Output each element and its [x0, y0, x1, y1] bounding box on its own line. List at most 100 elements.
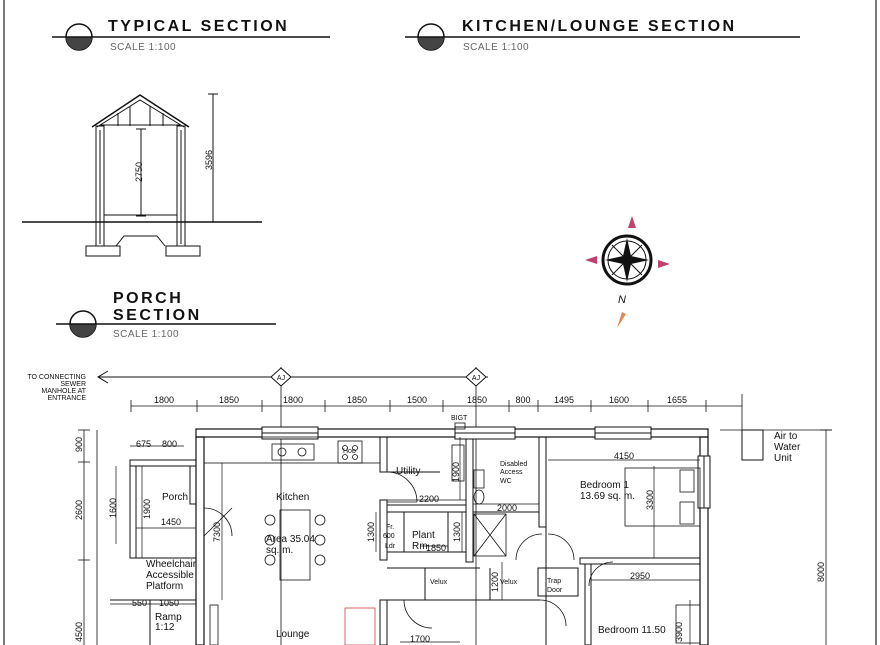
kitchen-section-title-block: KITCHEN/LOUNGE SECTION SCALE 1:100 — [405, 18, 800, 53]
ramp-1: Ramp — [155, 612, 182, 623]
porch-dim-1600: 1600 — [108, 498, 118, 518]
porch-dim-800: 800 — [162, 439, 177, 449]
porch-section-title-line1: PORCH — [113, 290, 183, 307]
kitchen-fixtures — [203, 436, 381, 645]
porch-dim-675: 675 — [136, 439, 151, 449]
typical-section-scale: SCALE 1:100 — [110, 42, 176, 53]
room-bedroom2: Bedroom 11.50 — [598, 625, 666, 636]
grid-marker-aj-1-label: AJ — [277, 375, 285, 382]
water-note-line2: Water — [774, 442, 801, 453]
room-wc-1: Disabled — [500, 461, 527, 468]
top-dim-3: 1800 — [283, 395, 303, 405]
kitchen-section-scale: SCALE 1:100 — [463, 42, 529, 53]
hob-label: Hob — [343, 448, 356, 455]
top-dim-9: 1600 — [609, 395, 629, 405]
grid-marker-aj-2-label: AJ — [472, 375, 480, 382]
bigt-label: BIGT — [451, 415, 468, 422]
left-dim-2600: 2600 — [74, 500, 84, 520]
wc-fixtures — [451, 422, 701, 644]
porch-dimension-lines — [110, 445, 196, 605]
room-kitchen-area-1: Area 35.04 — [266, 534, 315, 545]
left-dimension-chain — [78, 429, 98, 645]
water-note-line1: Air to — [774, 431, 798, 442]
kitchen-section-title: KITCHEN/LOUNGE SECTION — [462, 18, 737, 35]
room-bedroom1-1: Bedroom 1 — [580, 480, 629, 491]
wheelchair-platform-3: Platform — [146, 581, 183, 592]
velux-2: Velux — [500, 579, 518, 586]
dim-2200: 2200 — [419, 494, 439, 504]
sewer-note-line2: SEWER — [60, 381, 86, 388]
room-wc-3: WC — [500, 478, 512, 485]
sewer-note-line1: TO CONNECTING — [27, 374, 86, 381]
right-dim-8000: 8000 — [816, 562, 826, 582]
dim-1200: 1200 — [490, 572, 500, 592]
grid-marker-aj-1: AJ — [270, 367, 292, 645]
wheelchair-platform-2: Accessible — [146, 570, 194, 581]
left-dim-900: 900 — [74, 437, 84, 452]
dim-1300-a: 1300 — [366, 522, 376, 542]
door-swings — [203, 471, 614, 629]
porch-section-scale: SCALE 1:100 — [113, 329, 179, 340]
porch-dim-1050: 1050 — [159, 598, 179, 608]
top-dim-6: 1850 — [467, 395, 487, 405]
dim-1850: 1850 — [426, 543, 446, 553]
porch-dim-1900: 1900 — [142, 499, 152, 519]
compass-north-label: N — [618, 294, 626, 306]
room-plant-2: Rm — [412, 541, 428, 552]
top-dim-8: 1495 — [554, 395, 574, 405]
typical-section-title: TYPICAL SECTION — [108, 18, 289, 35]
porch-dim-1450: 1450 — [161, 517, 181, 527]
dim-1700: 1700 — [410, 634, 430, 644]
dim-1300-b: 1300 — [452, 522, 462, 542]
room-kitchen-area-2: sq. m. — [266, 545, 293, 556]
room-plant-1: Plant — [412, 530, 435, 541]
room-lounge: Lounge — [276, 629, 310, 640]
room-bedroom1-2: 13.69 sq. m. — [580, 491, 635, 502]
porch-section-title-block: PORCH SECTION SCALE 1:100 — [56, 290, 276, 340]
north-compass — [585, 216, 670, 328]
dim-1900: 1900 — [451, 462, 461, 482]
room-fr-1: Fr. — [386, 524, 394, 531]
room-utility: Utility — [396, 466, 420, 477]
trap-door-2: Door — [547, 587, 563, 594]
porch-section-title-line2: SECTION — [113, 307, 202, 324]
room-wc-2: Access — [500, 469, 523, 476]
typical-section-title-block: TYPICAL SECTION SCALE 1:100 — [52, 18, 330, 53]
trap-door-1: Trap — [547, 578, 561, 585]
sewer-note-line3: MANHOLE AT — [41, 388, 86, 395]
sewer-note: TO CONNECTING SEWER MANHOLE AT ENTRANCE — [27, 374, 86, 402]
left-dim-4500: 4500 — [74, 622, 84, 642]
air-to-water-unit: Air to Water Unit — [741, 429, 801, 464]
floor-plan-walls — [110, 426, 711, 645]
top-dim-10: 1655 — [667, 395, 687, 405]
right-dimension-chain — [720, 429, 832, 645]
dim-3300: 3300 — [645, 490, 655, 510]
room-fr-3: Ldr — [385, 543, 396, 550]
dim-3900: 3900 — [674, 622, 684, 642]
grid-marker-aj-2: AJ — [465, 367, 487, 645]
velux-1: Velux — [430, 579, 448, 586]
dim-4150: 4150 — [614, 451, 634, 461]
typical-overall-height-dim: 3596 — [204, 150, 214, 170]
room-kitchen: Kitchen — [276, 492, 309, 503]
sewer-line-arrow — [97, 370, 488, 384]
wheelchair-platform-1: Wheelchair — [146, 559, 197, 570]
room-porch: Porch — [162, 492, 188, 503]
top-dim-4: 1850 — [347, 395, 367, 405]
top-dim-1: 1800 — [154, 395, 174, 405]
water-note-line3: Unit — [774, 453, 792, 464]
top-dimension-chain — [130, 394, 743, 430]
porch-dim-550: 550 — [132, 598, 147, 608]
sewer-note-line4: ENTRANCE — [47, 395, 86, 402]
top-dim-2: 1850 — [219, 395, 239, 405]
dim-2950: 2950 — [630, 571, 650, 581]
room-fr-2: 600 — [383, 533, 395, 540]
top-dim-5: 1500 — [407, 395, 427, 405]
ramp-2: 1:12 — [155, 622, 175, 633]
inner-dimension-lines — [221, 437, 700, 645]
typical-inner-height-dim: 2750 — [134, 162, 144, 182]
top-dim-7: 800 — [515, 395, 530, 405]
typical-section-drawing — [22, 93, 262, 257]
dim-7300: 7300 — [212, 522, 222, 542]
